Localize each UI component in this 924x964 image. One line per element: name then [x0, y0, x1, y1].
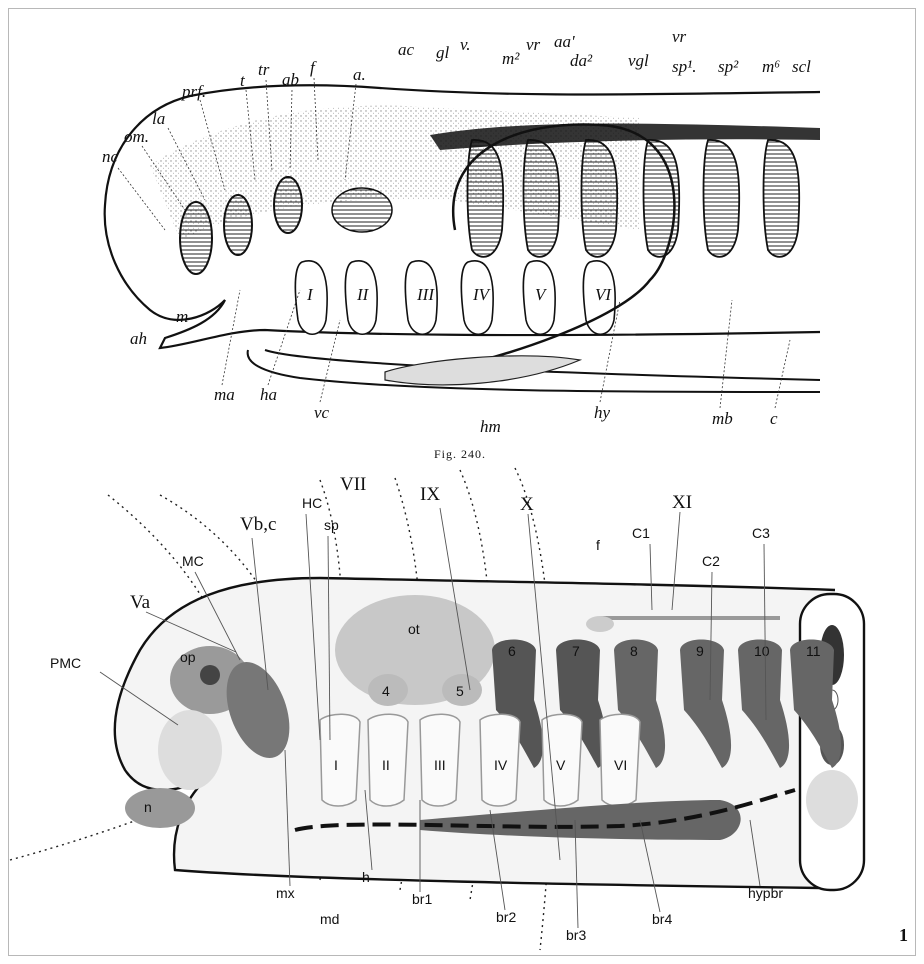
label-ha: ha	[260, 385, 277, 404]
label-scl: scl	[792, 57, 811, 76]
label-aa: aa'	[554, 32, 575, 51]
label-prf: prf.	[181, 82, 206, 101]
label-hy: hy	[594, 403, 611, 422]
otic-vesicle	[332, 188, 392, 232]
bottom-somite-number: 4	[382, 683, 390, 699]
nasal-n	[125, 788, 195, 828]
label-C1: C1	[632, 525, 650, 541]
label-sp1: sp¹.	[672, 57, 696, 76]
label-Va: Va	[130, 592, 151, 613]
bottom-arch-numeral: VI	[614, 757, 627, 773]
label-HC: HC	[302, 495, 322, 511]
label-VII: VII	[340, 474, 366, 495]
bottom-somite-number: 9	[696, 643, 704, 659]
label-C2: C2	[702, 553, 720, 569]
figure-caption: Fig. 240.	[434, 447, 486, 461]
bottom-somite-number: 8	[630, 643, 638, 659]
label-op: op	[180, 649, 196, 665]
bottom-somite-number: 6	[508, 643, 516, 659]
label-ah: ah	[130, 329, 147, 348]
optic-cup-2	[224, 195, 252, 255]
bottom-arch-numeral: IV	[494, 757, 508, 773]
label-la: la	[152, 109, 165, 128]
optic-cup-1	[180, 202, 212, 274]
label-MC: MC	[182, 553, 204, 569]
label-f: f	[310, 58, 317, 77]
label-ot: ot	[408, 621, 420, 637]
label-vc: vc	[314, 403, 330, 422]
label-tr: tr	[258, 60, 270, 79]
label-a: a.	[353, 65, 366, 84]
lens	[200, 665, 220, 685]
label-gl: gl	[436, 43, 450, 62]
label-v: v.	[460, 35, 471, 54]
top-arch-numeral: IV	[472, 285, 492, 304]
label-hypbr: hypbr	[748, 885, 783, 901]
label-m: m	[176, 307, 188, 326]
bottom-somite-number: 5	[456, 683, 464, 699]
label-mb: mb	[712, 409, 733, 428]
bottom-arch-numeral: III	[434, 757, 446, 773]
bottom-somite-number: 11	[806, 643, 821, 659]
top-arch-numeral: III	[416, 285, 435, 304]
label-sp: sp	[324, 517, 339, 533]
label-ma: ma	[214, 385, 235, 404]
heart-shape	[385, 356, 580, 385]
top-somite	[704, 140, 740, 257]
label-f: f	[596, 537, 600, 553]
top-arch-numeral: II	[356, 285, 370, 304]
label-da2: da²	[570, 51, 593, 70]
label-m6: m⁶	[762, 57, 780, 76]
label-om: om.	[124, 127, 149, 146]
label-sp2: sp²	[718, 57, 739, 76]
label-md: md	[320, 911, 339, 927]
coelom-section	[806, 770, 858, 830]
label-IX: IX	[420, 484, 440, 505]
label-vr2: vr	[672, 27, 687, 46]
label-XI: XI	[672, 492, 692, 513]
bottom-arch-numeral: I	[334, 757, 338, 773]
label-h: h	[362, 869, 370, 885]
top-arch-numeral: VI	[595, 285, 612, 304]
optic-cup-3	[274, 177, 302, 233]
bottom-somite-number: 10	[754, 643, 770, 659]
label-PMC: PMC	[50, 655, 81, 671]
label-br1: br1	[412, 891, 432, 907]
premandibular-PMC	[158, 710, 222, 790]
label-C3: C3	[752, 525, 770, 541]
bottom-somite-number: 7	[572, 643, 580, 659]
label-n: n	[144, 799, 152, 815]
ganglion-f	[586, 616, 614, 632]
label-br3: br3	[566, 927, 586, 943]
label-ab: ab	[282, 70, 299, 89]
label-ac: ac	[398, 40, 415, 59]
label-X: X	[520, 494, 534, 515]
label-c: c	[770, 409, 778, 428]
label-m2: m²	[502, 49, 520, 68]
label-hm: hm	[480, 417, 501, 436]
bottom-arch	[320, 714, 360, 806]
bottom-figure: 4567891011 IIIIIIIVVVI	[10, 468, 864, 950]
top-somite	[524, 140, 560, 257]
top-somite	[764, 140, 800, 257]
top-somite	[582, 140, 618, 257]
page-number: 1	[899, 925, 908, 946]
label-vr: vr	[526, 35, 541, 54]
top-somite	[468, 140, 504, 257]
bottom-arch-numeral: II	[382, 757, 390, 773]
label-br2: br2	[496, 909, 516, 925]
label-nc: nc	[102, 147, 119, 166]
label-vgl: vgl	[628, 51, 649, 70]
label-Vbc: Vb,c	[240, 514, 276, 535]
bottom-arch-numeral: V	[556, 757, 566, 773]
label-br4: br4	[652, 911, 672, 927]
label-mx: mx	[276, 885, 295, 901]
